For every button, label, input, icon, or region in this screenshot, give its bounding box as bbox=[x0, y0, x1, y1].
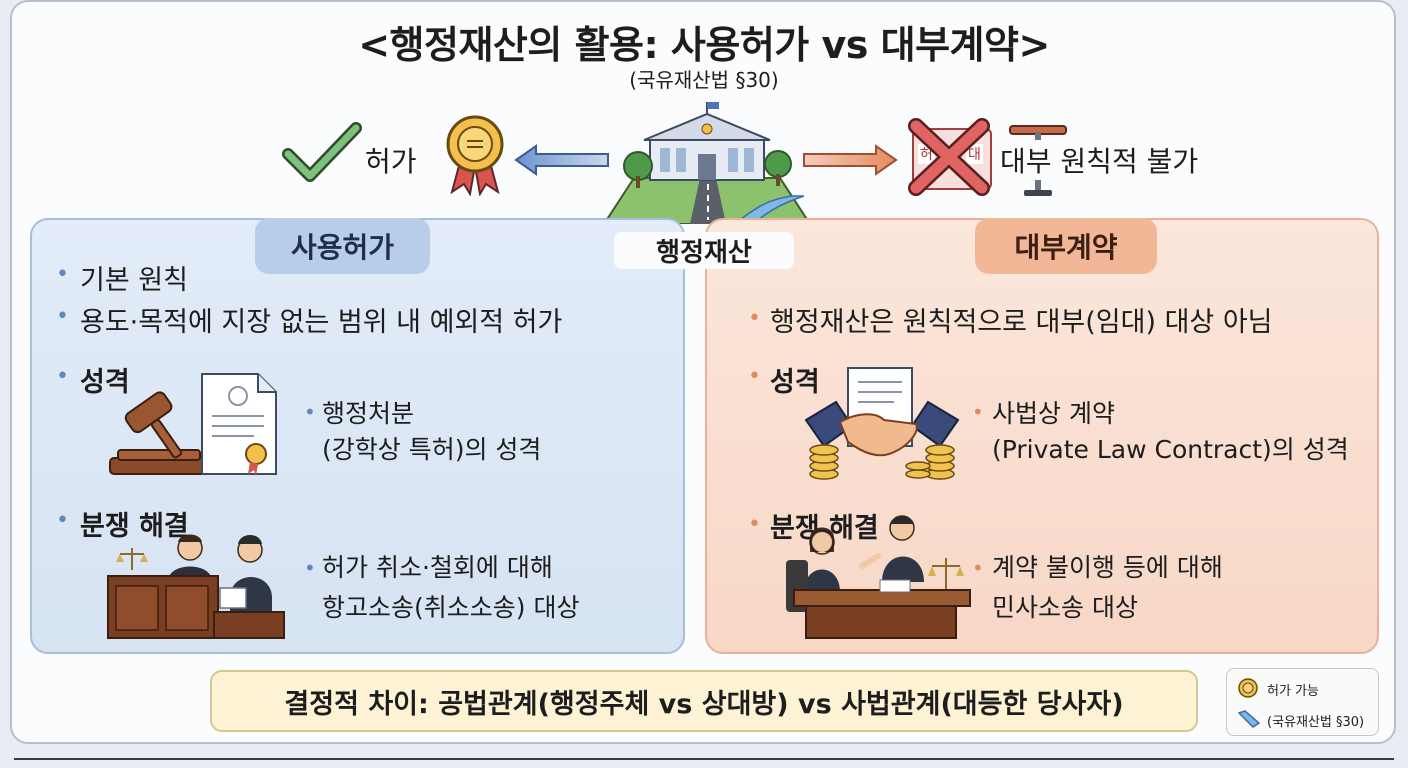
lease-nature-line1: 사법상 계약 bbox=[992, 399, 1115, 428]
lease-dispute-line1: 계약 불이행 등에 대해 bbox=[992, 553, 1223, 582]
legend-item-law: (국유재산법 §30) bbox=[1267, 715, 1365, 730]
permit-dispute-heading: 분쟁 해결 bbox=[80, 511, 189, 542]
tab-lease: 대부계약 bbox=[975, 218, 1157, 274]
permit-principle-heading: 기본 원칙 bbox=[80, 265, 188, 296]
bullet: • bbox=[304, 400, 316, 424]
permit-principle-text: 용도·목적에 지장 없는 범위 내 예외적 허가 bbox=[80, 307, 563, 338]
permit-nature-line1: 행정처분 bbox=[322, 399, 415, 428]
key-difference-banner: 결정적 차이: 공법관계(행정주체 vs 상대방) vs 사법관계(대등한 당사… bbox=[210, 670, 1198, 732]
arrow-left-icon bbox=[514, 144, 609, 176]
permit-dispute-line1: 허가 취소·철회에 대해 bbox=[322, 553, 553, 582]
bottom-divider bbox=[14, 758, 1394, 760]
arrow-right-icon bbox=[803, 144, 898, 176]
lease-nature-heading: 성격 bbox=[770, 367, 820, 398]
lease-principle-text: 행정재산은 원칙적으로 대부(임대) 대상 아님 bbox=[770, 307, 1273, 338]
bullet: • bbox=[972, 400, 984, 424]
page-subtitle: (국유재산법 §30) bbox=[629, 68, 779, 92]
permit-label: 허가 bbox=[365, 145, 417, 178]
lease-label: 대부 원칙적 불가 bbox=[998, 140, 1199, 180]
bullet: • bbox=[972, 556, 984, 580]
permit-nature-heading: 성격 bbox=[80, 367, 130, 398]
legend-item-permit: 허가 가능 bbox=[1267, 684, 1319, 699]
civil-meeting-icon bbox=[786, 515, 971, 639]
handshake-contract-icon bbox=[804, 367, 960, 480]
gavel-icon bbox=[109, 391, 209, 475]
center-label: 행정재산 bbox=[614, 232, 794, 269]
permit-nature-line2: (강학상 특허)의 성격 bbox=[322, 435, 542, 464]
bullet: • bbox=[304, 556, 316, 580]
award-legend-icon bbox=[1238, 678, 1258, 698]
lease-dispute-line2: 민사소송 대상 bbox=[992, 593, 1138, 622]
bullet: • bbox=[56, 364, 69, 389]
bullet: • bbox=[748, 306, 761, 331]
sign-text-right: 대 bbox=[966, 144, 983, 164]
tab-permit: 사용허가 bbox=[255, 218, 430, 274]
award-ribbon-icon bbox=[446, 115, 504, 196]
permit-dispute-line2: 항고소송(취소소송) 대상 bbox=[322, 593, 580, 622]
bullet: • bbox=[56, 508, 69, 533]
legend-box: 허가 가능 (국유재산법 §30) bbox=[1226, 668, 1379, 736]
bullet: • bbox=[748, 512, 761, 537]
check-icon bbox=[282, 122, 362, 182]
bullet: • bbox=[56, 262, 69, 287]
courtroom-judge-icon bbox=[107, 534, 285, 639]
government-building-icon bbox=[604, 102, 810, 224]
bullet: • bbox=[748, 364, 761, 389]
rejected-contract-icon: 허 대 bbox=[906, 118, 992, 196]
map-legend-icon bbox=[1237, 710, 1261, 728]
lease-nature-line2: (Private Law Contract)의 성격 bbox=[992, 435, 1349, 464]
bullet: • bbox=[56, 304, 69, 329]
page-title: <행정재산의 활용: 사용허가 vs 대부계약> bbox=[358, 23, 1050, 67]
certificate-document-icon bbox=[201, 373, 277, 476]
